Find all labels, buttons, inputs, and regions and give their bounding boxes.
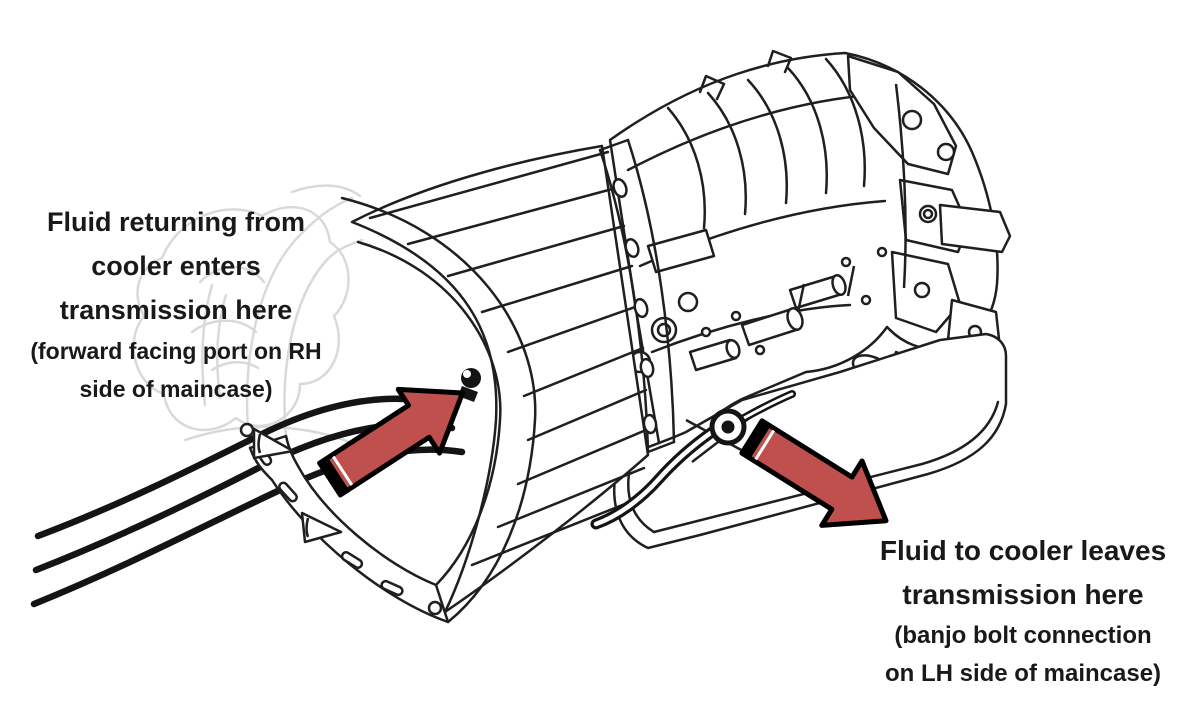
inlet-annotation-line: cooler enters	[91, 251, 261, 281]
wedge-clamps	[252, 427, 343, 544]
bell-housing	[340, 138, 676, 624]
inlet-arrow-icon	[316, 386, 466, 498]
outlet-annotation-line: Fluid to cooler leaves	[879, 535, 1167, 566]
outlet-annotation-line: transmission here	[902, 579, 1144, 610]
oil-pan	[613, 332, 1008, 550]
outlet-arrow-icon	[739, 418, 889, 528]
inlet-annotation-line: Fluid returning from	[47, 207, 305, 237]
inlet-annotation-line: transmission here	[59, 295, 293, 325]
outlet-annotation: Fluid to cooler leaves transmission here…	[858, 529, 1181, 693]
outlet-annotation-detail-line: on LH side of maincase)	[884, 660, 1162, 687]
inlet-annotation: Fluid returning from cooler enters trans…	[10, 200, 342, 408]
inlet-annotation-detail-line: (forward facing port on RH	[30, 338, 322, 364]
outlet-annotation-detail-line: (banjo bolt connection	[894, 622, 1152, 649]
banjo-bolt-fitting	[590, 390, 796, 530]
inlet-annotation-detail-line: side of maincase)	[79, 376, 273, 402]
inlet-port	[458, 368, 481, 402]
